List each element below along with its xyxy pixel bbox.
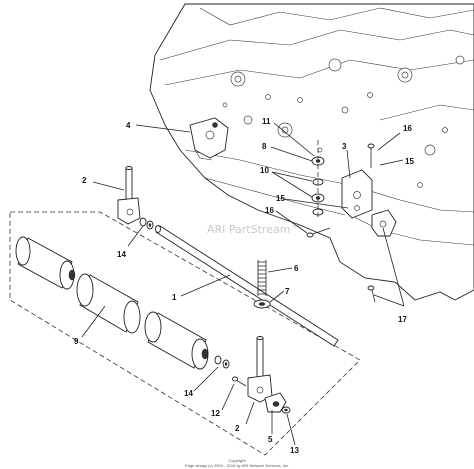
callout-15: 15 <box>405 157 414 166</box>
callout-14: 14 <box>184 389 193 398</box>
callout-6: 6 <box>294 264 299 273</box>
callout-16: 16 <box>265 206 274 215</box>
callout-16: 16 <box>403 124 412 133</box>
callout-9: 9 <box>74 337 79 346</box>
callout-11: 11 <box>262 117 271 126</box>
roller-bracket-upper <box>189 117 229 161</box>
callout-5: 5 <box>268 435 273 444</box>
callout-1: 1 <box>172 293 177 302</box>
callout-10: 10 <box>260 166 269 175</box>
roller-axle <box>155 225 339 347</box>
copyright-label: Copyright <box>228 458 246 463</box>
spring-and-washer <box>253 260 271 309</box>
callout-2: 2 <box>235 424 240 433</box>
callout-14: 14 <box>117 250 126 259</box>
callout-8: 8 <box>262 142 267 151</box>
callout-15: 15 <box>276 194 285 203</box>
callout-2: 2 <box>82 176 87 185</box>
callout-4: 4 <box>126 121 131 130</box>
leader-lines <box>81 122 405 446</box>
assembly-outline <box>9 211 361 456</box>
callout-17: 17 <box>398 315 407 324</box>
watermark: ARI PartStream™ <box>207 223 301 236</box>
callout-3: 3 <box>342 142 347 151</box>
callout-12: 12 <box>211 409 220 418</box>
callout-13: 13 <box>290 446 299 455</box>
rollers <box>15 236 209 370</box>
roller-bracket-left <box>117 166 154 230</box>
roller-bracket-right <box>214 336 291 414</box>
callout-7: 7 <box>285 287 290 296</box>
right-bracket-assembly <box>306 140 397 303</box>
copyright-notice: Page design (c) 2004 - 2016 by ARI Netwo… <box>185 463 289 468</box>
callouts: 4 11 16 3 8 15 10 2 15 16 14 6 7 1 9 17 … <box>74 117 414 455</box>
